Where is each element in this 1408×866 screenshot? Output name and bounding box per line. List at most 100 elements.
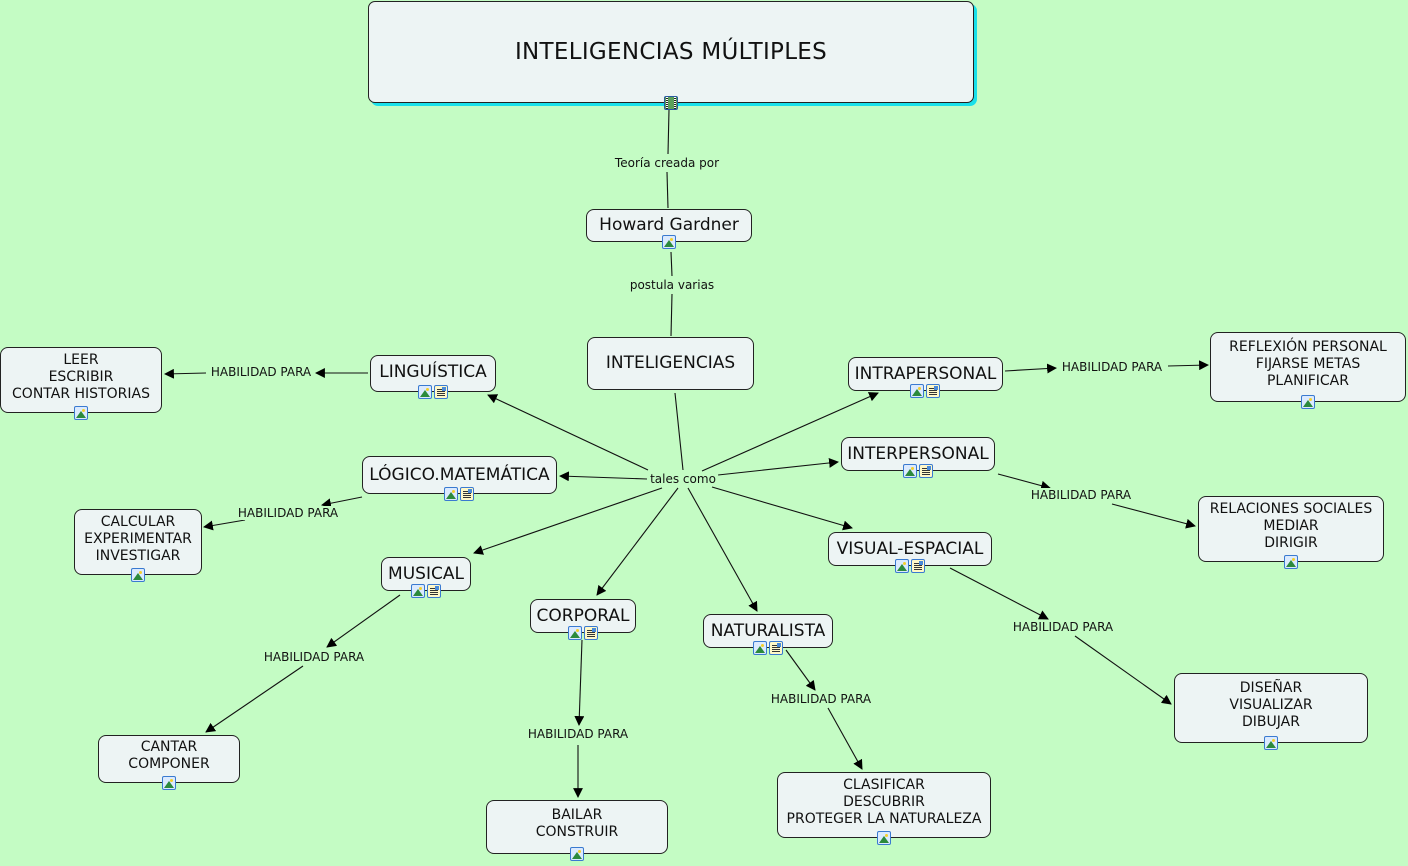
- node-reflexion-label: REFLEXIÓN PERSONAL FIJARSE METAS PLANIFI…: [1229, 338, 1387, 389]
- node-visual-espacial[interactable]: VISUAL-ESPACIAL: [828, 532, 992, 566]
- line-tales-musical: [473, 487, 663, 555]
- document-icon[interactable]: [911, 559, 925, 573]
- image-icon[interactable]: [568, 626, 582, 640]
- node-interpersonal[interactable]: INTERPERSONAL: [841, 437, 995, 471]
- link-habilidad-intrapersonal[interactable]: HABILIDAD PARA: [1059, 360, 1165, 374]
- link-habilidad-corporal[interactable]: HABILIDAD PARA: [525, 727, 631, 741]
- node-disenar-label: DISEÑAR VISUALIZAR DIBUJAR: [1229, 679, 1313, 730]
- node-musical[interactable]: MUSICAL: [381, 557, 471, 591]
- document-icon[interactable]: [427, 584, 441, 598]
- link-habilidad-naturalista[interactable]: HABILIDAD PARA: [768, 692, 874, 706]
- image-icon[interactable]: [444, 487, 458, 501]
- document-icon[interactable]: [926, 384, 940, 398]
- intrapersonal-resources: [910, 384, 940, 398]
- line-tales-visual: [711, 486, 853, 531]
- image-icon[interactable]: [910, 384, 924, 398]
- image-icon[interactable]: [411, 584, 425, 598]
- link-tales-como[interactable]: tales como: [648, 472, 718, 486]
- line-teoria-gardner: [666, 171, 669, 209]
- image-icon[interactable]: [877, 831, 891, 845]
- link-habilidad-linguistica[interactable]: HABILIDAD PARA: [208, 365, 314, 379]
- corporal-resources: [568, 626, 598, 640]
- node-calcular[interactable]: CALCULAR EXPERIMENTAR INVESTIGAR: [74, 509, 202, 575]
- node-cantar-label: CANTAR COMPONER: [128, 739, 210, 772]
- image-icon[interactable]: [131, 568, 145, 582]
- node-gardner-label: Howard Gardner: [599, 215, 739, 235]
- node-howard-gardner[interactable]: Howard Gardner: [586, 209, 752, 242]
- image-icon[interactable]: [1264, 736, 1278, 750]
- document-icon[interactable]: [919, 464, 933, 478]
- node-bailar[interactable]: BAILAR CONSTRUIR: [486, 800, 668, 854]
- node-clasificar-label: CLASIFICAR DESCUBRIR PROTEGER LA NATURAL…: [786, 776, 982, 827]
- link-habilidad-interpersonal[interactable]: HABILIDAD PARA: [1028, 488, 1134, 502]
- link-habilidad-musical[interactable]: HABILIDAD PARA: [261, 650, 367, 664]
- document-icon[interactable]: [769, 641, 783, 655]
- document-icon[interactable]: [434, 385, 448, 399]
- line-title-teoria: [667, 109, 670, 155]
- relaciones-resources: [1284, 555, 1298, 569]
- node-title-label: INTELIGENCIAS MÚLTIPLES: [514, 38, 828, 65]
- cantar-resources: [162, 776, 176, 790]
- line-tales-linguistica: [487, 394, 649, 471]
- document-icon[interactable]: [460, 487, 474, 501]
- linguistica-resources: [418, 385, 448, 399]
- link-habilidad-visual[interactable]: HABILIDAD PARA: [1010, 620, 1116, 634]
- interpersonal-resources: [903, 464, 933, 478]
- document-icon[interactable]: [584, 626, 598, 640]
- reflexion-resources: [1301, 395, 1315, 409]
- node-relaciones[interactable]: RELACIONES SOCIALES MEDIAR DIRIGIR: [1198, 496, 1384, 562]
- image-icon[interactable]: [1301, 395, 1315, 409]
- link-postula-varias[interactable]: postula varias: [627, 278, 717, 292]
- line-tales-intrapersonal: [701, 392, 879, 472]
- image-icon[interactable]: [418, 385, 432, 399]
- node-corporal-label: CORPORAL: [536, 605, 630, 626]
- node-leer[interactable]: LEER ESCRIBIR CONTAR HISTORIAS: [0, 347, 162, 413]
- line-postula-inteligencias: [670, 293, 673, 337]
- line-hab-cantar: [205, 665, 304, 733]
- image-icon[interactable]: [895, 559, 909, 573]
- video-icon[interactable]: [664, 96, 678, 110]
- node-naturalista[interactable]: NATURALISTA: [703, 614, 833, 648]
- line-interpersonal-hab: [997, 473, 1051, 491]
- node-clasificar[interactable]: CLASIFICAR DESCUBRIR PROTEGER LA NATURAL…: [777, 772, 991, 838]
- node-corporal[interactable]: CORPORAL: [530, 599, 636, 633]
- image-icon[interactable]: [74, 406, 88, 420]
- node-calcular-label: CALCULAR EXPERIMENTAR INVESTIGAR: [84, 513, 192, 564]
- node-relaciones-label: RELACIONES SOCIALES MEDIAR DIRIGIR: [1209, 500, 1373, 551]
- gardner-resources: [662, 235, 676, 249]
- image-icon[interactable]: [1284, 555, 1298, 569]
- node-naturalista-label: NATURALISTA: [710, 620, 826, 641]
- image-icon[interactable]: [162, 776, 176, 790]
- image-icon[interactable]: [753, 641, 767, 655]
- calcular-resources: [131, 568, 145, 582]
- clasificar-resources: [877, 831, 891, 845]
- title-resources: [664, 96, 678, 110]
- node-disenar[interactable]: DISEÑAR VISUALIZAR DIBUJAR: [1174, 673, 1368, 743]
- node-inteligencias[interactable]: INTELIGENCIAS: [587, 337, 754, 390]
- line-hab-clasificar: [827, 707, 863, 770]
- bailar-resources: [570, 847, 584, 861]
- leer-resources: [74, 406, 88, 420]
- node-cantar[interactable]: CANTAR COMPONER: [98, 735, 240, 783]
- naturalista-resources: [753, 641, 783, 655]
- node-intrapersonal[interactable]: INTRAPERSONAL: [848, 357, 1003, 391]
- image-icon[interactable]: [570, 847, 584, 861]
- link-habilidad-logico[interactable]: HABILIDAD PARA: [235, 506, 341, 520]
- line-hab-reflexion: [1167, 360, 1209, 371]
- node-reflexion[interactable]: REFLEXIÓN PERSONAL FIJARSE METAS PLANIFI…: [1210, 332, 1406, 402]
- node-linguistica[interactable]: LINGUÍSTICA: [370, 355, 496, 392]
- image-icon[interactable]: [903, 464, 917, 478]
- node-logico-matematica[interactable]: LÓGICO.MATEMÁTICA: [362, 456, 557, 494]
- node-title[interactable]: INTELIGENCIAS MÚLTIPLES: [368, 1, 974, 103]
- link-teoria-creada-por[interactable]: Teoría creada por: [612, 156, 722, 170]
- line-tales-corporal: [596, 487, 679, 596]
- node-leer-label: LEER ESCRIBIR CONTAR HISTORIAS: [12, 351, 150, 402]
- line-tales-logico: [559, 471, 648, 482]
- disenar-resources: [1264, 736, 1278, 750]
- musical-resources: [411, 584, 441, 598]
- node-interpersonal-label: INTERPERSONAL: [847, 443, 989, 464]
- node-musical-label: MUSICAL: [388, 563, 464, 584]
- image-icon[interactable]: [662, 235, 676, 249]
- node-linguistica-label: LINGUÍSTICA: [379, 362, 487, 382]
- line-intrapersonal-hab: [1004, 363, 1057, 374]
